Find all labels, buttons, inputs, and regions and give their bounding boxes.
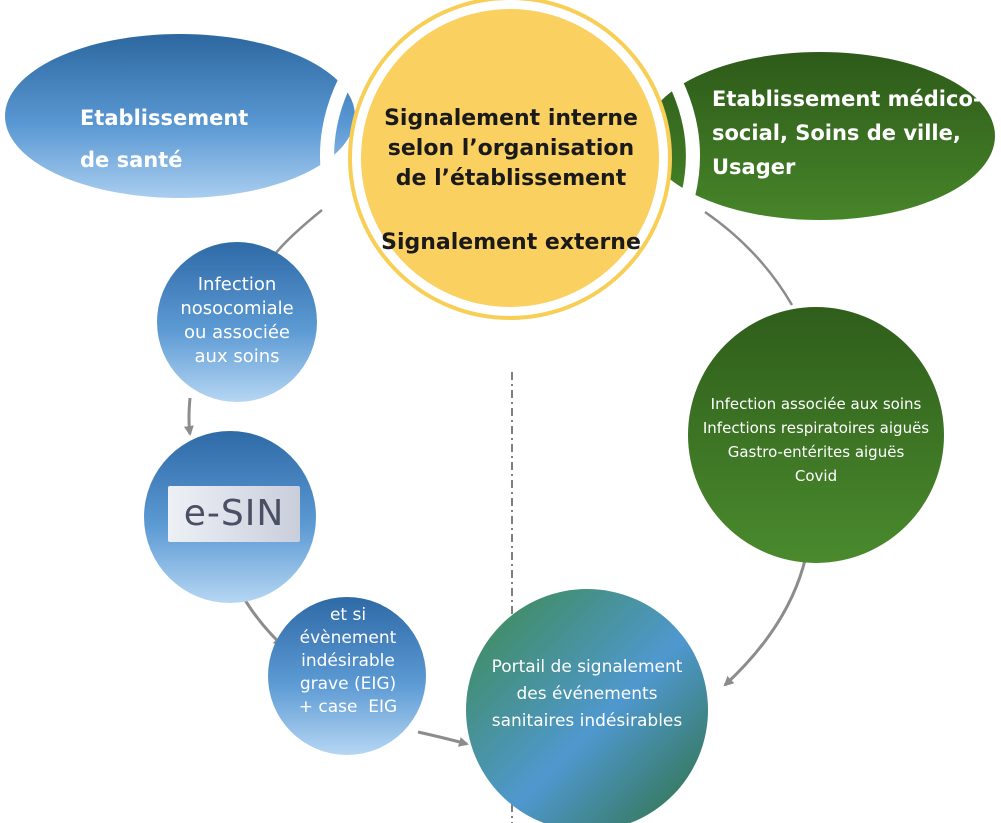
eig-line2: évènement [299,628,397,648]
eig-line1: et si [329,605,367,625]
left-arc-outer [320,48,368,235]
center-line1: Signalement interne [384,106,638,131]
connector-right-header [704,210,794,306]
portal-line2: des événements [516,684,658,704]
arrow-green-to-portal [723,555,808,687]
eig-line4: grave (EIG) [299,674,397,694]
center-circle [361,9,659,307]
portal-circle [466,589,708,823]
center-label: Signalement interne selon l’organisation… [360,104,662,258]
infection-line4: aux soins [194,346,280,367]
portal-label: Portail de signalement des événements sa… [466,654,708,735]
infection-label: Infection nosocomiale ou associée aux so… [167,273,307,369]
green-circle [688,307,944,563]
eig-label: et si évènement indésirable grave (EIG) … [282,604,414,719]
portal-line3: sanitaires indésirables [491,711,683,731]
infection-line1: Infection [197,274,277,295]
center-line4: Signalement externe [381,230,641,255]
right-header-line2: social, Soins de ville, [712,121,961,145]
eig-line5: + case EIG [298,697,398,717]
right-arc-outer [652,48,700,235]
green-line4: Covid [794,467,838,485]
green-label: Infection associée aux soins Infections … [676,392,956,488]
right-header-ellipse [645,52,995,220]
left-header-label: Etablissement de santé [80,97,248,181]
infection-line2: nosocomiale [180,298,294,319]
center-line2: selon l’organisation [387,136,635,161]
left-header-line2: de santé [80,148,183,172]
infection-line3: ou associée [184,322,290,343]
eig-circle [268,597,426,755]
left-header-line1: Etablissement [80,106,249,130]
arrow-eig-to-portal [417,730,469,747]
right-header-label: Etablissement médico- social, Soins de v… [712,82,982,184]
right-header-line1: Etablissement médico- [712,87,982,111]
arrow-infection-to-esin [183,397,194,436]
eig-line3: indésirable [301,651,395,671]
green-line3: Gastro-entérites aiguës [727,443,905,461]
esin-logo: e-SIN [183,493,285,534]
right-header-line3: Usager [712,155,796,179]
infection-circle [157,242,317,402]
green-line1: Infection associée aux soins [710,395,922,413]
green-line2: Infections respiratoires aiguës [702,419,930,437]
connector-left-header [270,209,323,259]
esin-logo-box [168,486,300,542]
center-line3: de l’établissement [395,166,627,191]
portal-line1: Portail de signalement [491,657,683,677]
left-header-ellipse [5,34,355,198]
